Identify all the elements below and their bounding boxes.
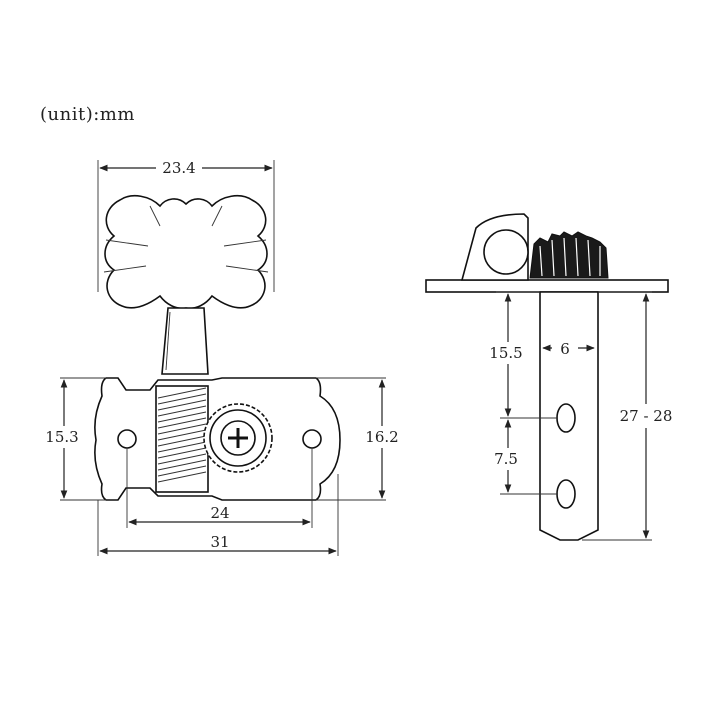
dim-plate-length: 31 xyxy=(210,533,229,551)
post-hole-lower xyxy=(556,479,576,509)
side-gear xyxy=(529,231,609,279)
dim-post-length: 27 - 28 xyxy=(620,407,673,425)
dim-post-to-hole: 15.5 xyxy=(489,344,522,362)
worm-gear xyxy=(203,403,273,473)
side-post xyxy=(539,291,599,541)
worm-screw xyxy=(155,385,209,493)
dim-plate-height-left: 15.3 xyxy=(45,428,78,446)
dim-post-diameter: 6 xyxy=(560,340,570,358)
dim-hole-spacing: 24 xyxy=(210,504,229,522)
dim-plate-height-right: 16.2 xyxy=(365,428,398,446)
dim-post-hole-spacing: 7.5 xyxy=(494,450,518,468)
unit-label: (unit):mm xyxy=(40,104,135,125)
post-hole-upper xyxy=(556,403,576,433)
tuner-button xyxy=(103,194,269,310)
side-view: 6 15.5 7.5 27 - 28 xyxy=(425,213,688,541)
tuner-shaft xyxy=(161,307,209,375)
left-mounting-hole xyxy=(117,429,137,449)
side-base-plate xyxy=(425,279,669,293)
front-view: 23.4 15.3 16.2 24 31 xyxy=(38,156,408,556)
side-bracket xyxy=(460,213,529,281)
dim-button-width: 23.4 xyxy=(162,159,195,177)
right-mounting-hole xyxy=(302,429,322,449)
